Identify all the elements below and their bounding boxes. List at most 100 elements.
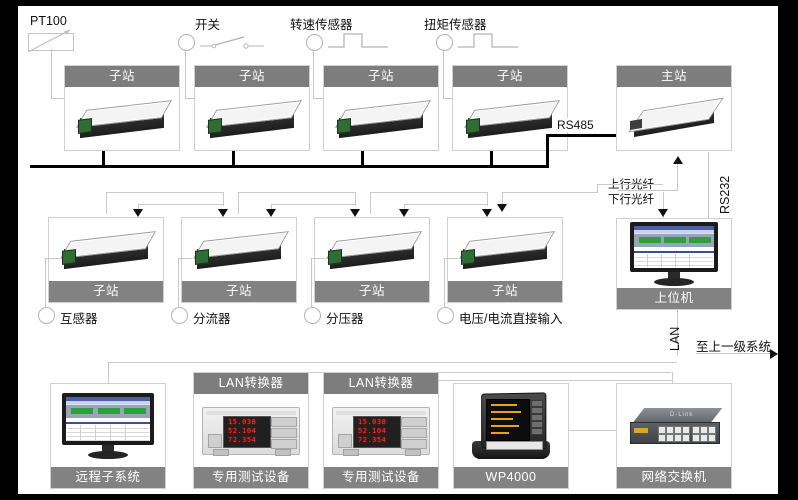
master-station-card[interactable]: 主站 [616, 65, 732, 151]
test-equipment-card-2[interactable]: LAN转换器 15.038 52.104 72.354 专用测试设备 [323, 372, 439, 489]
torque-terminal-icon [436, 34, 453, 51]
sensor-label-speed: 转速传感器 [290, 18, 353, 32]
torque-lead-elbow [443, 98, 457, 99]
substation-card-top-4[interactable]: 子站 [452, 65, 568, 151]
lan-bracket-main [108, 362, 677, 363]
substation-device-image [195, 87, 309, 150]
lan-drop-remote [108, 362, 109, 384]
rs485-riser [546, 134, 549, 168]
link-label-rs485: RS485 [554, 118, 597, 132]
branch-bracket-2i [271, 204, 355, 205]
remote-monitor-image [51, 384, 165, 467]
input-lead-elbow-4 [444, 258, 458, 259]
wp4000-to-switch-line [563, 430, 633, 431]
input-lead-elbow-2 [178, 258, 192, 259]
rs232-line [708, 152, 709, 224]
master-station-device-image [617, 87, 731, 150]
lan-bracket-2 [251, 372, 671, 373]
switch-lead-elbow [185, 98, 199, 99]
master-station-caption: 主站 [617, 66, 731, 87]
input-terminal-2 [171, 307, 188, 324]
branch-drop-4b [597, 184, 598, 193]
instrument-readout-line-2: 52.104 [228, 426, 257, 435]
speed-pulse-waveform-icon [328, 31, 390, 56]
remote-subsystem-caption: 远程子系统 [51, 467, 165, 488]
pt100-lead-line [51, 49, 52, 99]
branch-bracket-3 [370, 192, 488, 193]
sensor-label-pt100: PT100 [30, 14, 67, 28]
input-label-3: 分压器 [326, 312, 364, 326]
branch-arrow-2b [350, 209, 360, 217]
torque-lead-line [443, 49, 444, 99]
input-terminal-3 [304, 307, 321, 324]
instrument-readout-line-3: 72.354 [358, 435, 387, 444]
link-label-upstream: 至上一级系统 [696, 340, 772, 354]
instrument-readout-line-3: 72.354 [228, 435, 257, 444]
input-lead-elbow-1 [45, 258, 59, 259]
network-switch-image: D-Link [617, 384, 731, 467]
branch-drop-3a [370, 192, 371, 214]
branch-drop-1b [223, 192, 224, 206]
substation-device-image [182, 218, 296, 281]
substation-card-mid-3[interactable]: 子站 [314, 217, 430, 303]
substation-caption: 子站 [448, 281, 562, 302]
input-lead-1 [45, 258, 46, 308]
speed-lead-elbow [313, 98, 327, 99]
host-monitor-image [617, 219, 731, 288]
uplink-fiber-arrow [673, 156, 683, 164]
lan-converter-caption: LAN转换器 [194, 373, 308, 394]
branch-arrow-2a [266, 209, 276, 217]
lan-bracket-3 [382, 380, 672, 381]
speed-lead-line [313, 49, 314, 99]
substation-caption: 子站 [182, 281, 296, 302]
substation-card-mid-4[interactable]: 子站 [447, 217, 563, 303]
upstream-arrow [770, 349, 778, 359]
branch-arrow-3a [399, 209, 409, 217]
link-label-uplink-fiber: 上行光纤 [608, 179, 654, 191]
substation-caption: 子站 [65, 66, 179, 87]
substation-caption: 子站 [453, 66, 567, 87]
switch-contact-icon [200, 33, 265, 56]
substation-device-image [315, 218, 429, 281]
substation-caption: 子站 [324, 66, 438, 87]
substation-card-top-1[interactable]: 子站 [64, 65, 180, 151]
substation-device-image [453, 87, 567, 150]
substation-card-top-2[interactable]: 子站 [194, 65, 310, 151]
instrument-readout-line-1: 15.038 [358, 417, 387, 426]
substation-device-image [49, 218, 163, 281]
branch-arrow-4a [497, 204, 507, 212]
link-label-rs232: RS232 [718, 175, 732, 214]
wp4000-caption: WP4000 [454, 467, 568, 488]
lan-trunk-line [677, 310, 678, 356]
branch-drop-2b [355, 192, 356, 206]
substation-card-mid-1[interactable]: 子站 [48, 217, 164, 303]
host-fiber-arrow [658, 209, 668, 217]
lan-drop-switch-a [672, 372, 673, 386]
branch-bracket-3i [404, 204, 488, 205]
input-lead-elbow-3 [311, 258, 325, 259]
switch-terminal-icon [178, 34, 195, 51]
substation-card-top-3[interactable]: 子站 [323, 65, 439, 151]
host-computer-card[interactable]: 上位机 [616, 218, 732, 310]
substation-device-image [324, 87, 438, 150]
test-equipment-caption: 专用测试设备 [194, 467, 308, 488]
diagram-canvas: PT100 开关 转速传感器 扭矩传感器 [18, 6, 778, 494]
network-switch-card[interactable]: D-Link 网络交换机 [616, 383, 732, 489]
branch-bracket-2 [238, 192, 356, 193]
remote-subsystem-card[interactable]: 远程子系统 [50, 383, 166, 489]
sensor-label-torque: 扭矩传感器 [424, 18, 487, 32]
wp4000-device-image [454, 384, 568, 467]
upstream-line [696, 353, 778, 354]
branch-arrow-1a [133, 209, 143, 217]
speed-terminal-icon [306, 34, 323, 51]
wp4000-card[interactable]: WP4000 [453, 383, 569, 489]
substation-card-mid-2[interactable]: 子站 [181, 217, 297, 303]
input-terminal-4 [437, 307, 454, 324]
branch-arrow-3b [482, 209, 492, 217]
rs485-bus-line [30, 165, 549, 168]
bus-stub-2 [232, 151, 235, 168]
test-equipment-card-1[interactable]: LAN转换器 15.038 52.104 72.354 专用测试设备 [193, 372, 309, 489]
bus-stub-3 [361, 151, 364, 168]
branch-bracket-4 [502, 192, 598, 193]
